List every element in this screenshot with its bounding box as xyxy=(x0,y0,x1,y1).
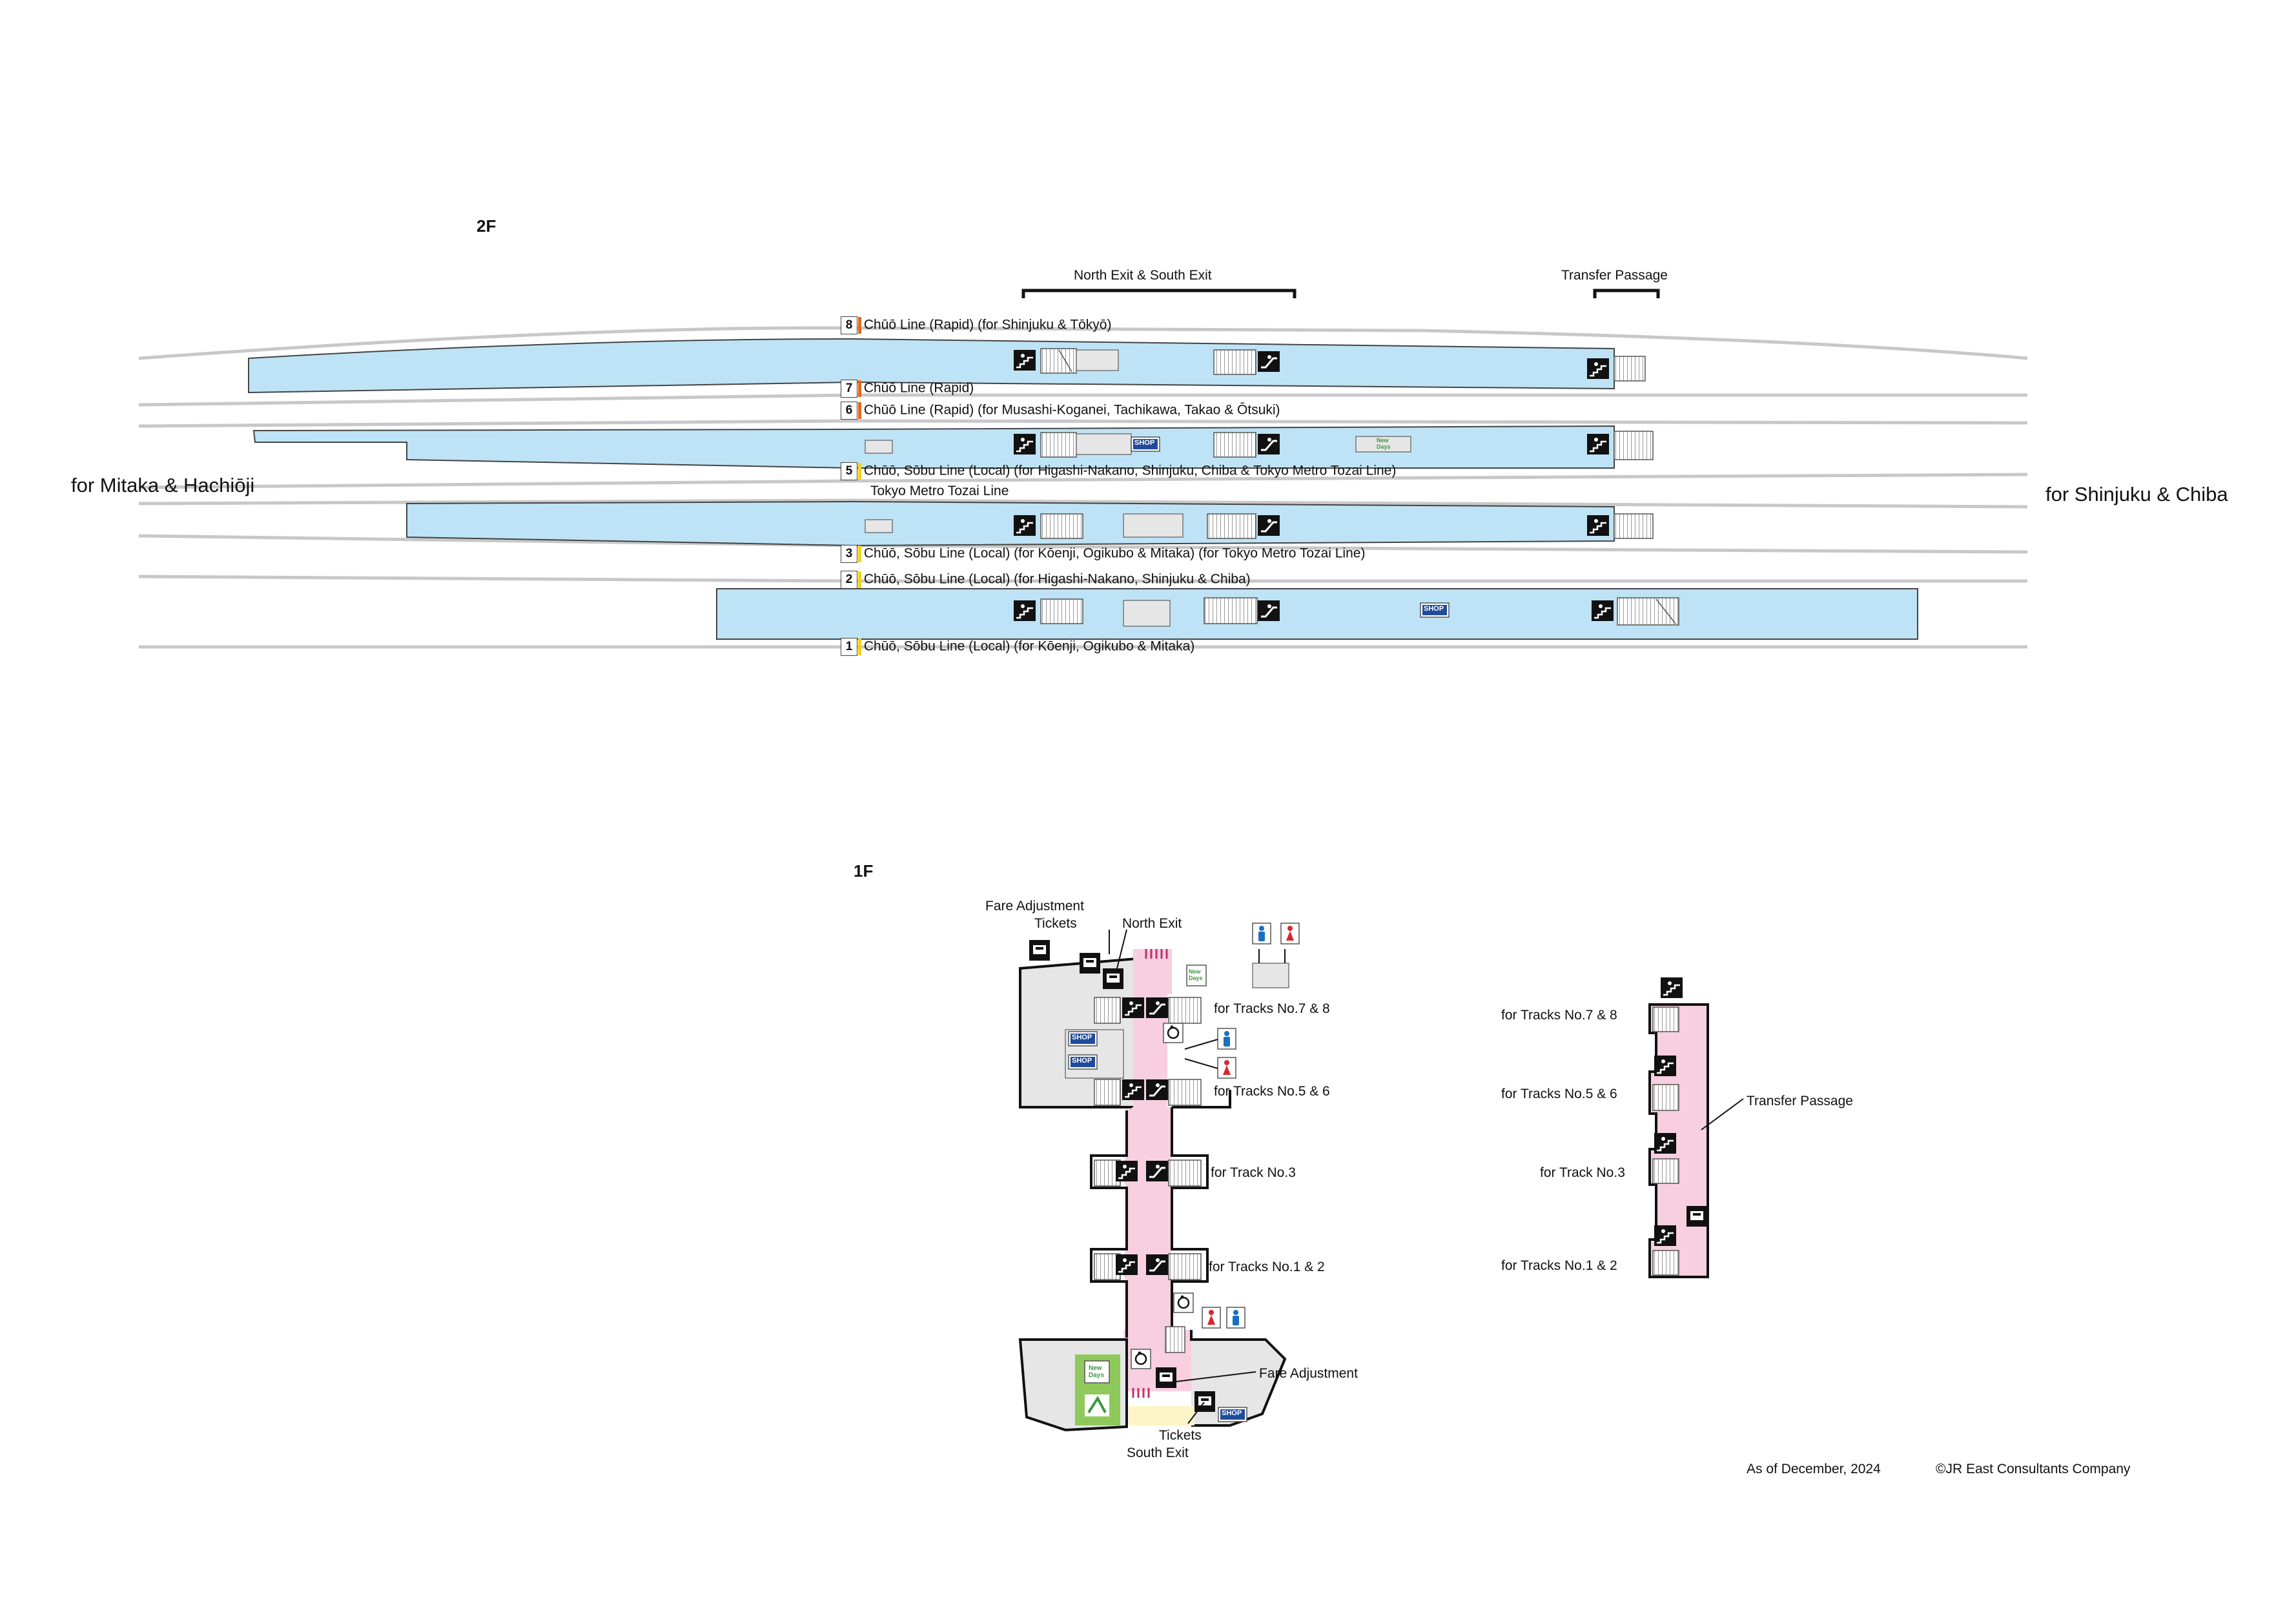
stairs-icon xyxy=(1114,1159,1139,1183)
track-label: 5 Chūō, Sōbu Line (Local) (for Higashi-N… xyxy=(841,462,1396,480)
track-label: 1 Chūō, Sōbu Line (Local) (for Kōenji, O… xyxy=(841,638,1194,656)
newdays-badge xyxy=(1186,965,1207,986)
track-label: 3 Chūō, Sōbu Line (Local) (for Kōenji, O… xyxy=(841,545,1365,563)
fare-adjustment-icon xyxy=(1156,1367,1176,1388)
toilet-male-icon xyxy=(1252,923,1271,944)
track-line-name: Chūō, Sōbu Line (Local) (for Kōenji, Ogi… xyxy=(863,638,1195,654)
track-label: 2 Chūō, Sōbu Line (Local) (for Higashi-N… xyxy=(841,571,1251,589)
north-exit-label: North Exit xyxy=(1122,916,1182,931)
south-exit-label: South Exit xyxy=(1127,1445,1189,1460)
exits-label: North Exit & South Exit xyxy=(1074,268,1212,283)
fare-adjustment-icon xyxy=(1103,968,1123,989)
track-line-name: Chūō, Sōbu Line (Local) (for Higashi-Nak… xyxy=(863,463,1397,478)
transfer-track-3-label: for Track No.3 xyxy=(1540,1165,1625,1180)
metro-label: Tokyo Metro Tozai Line xyxy=(870,484,1009,498)
newdays-text: New xyxy=(1189,968,1201,975)
transfer-tracks-56-label: for Tracks No.5 & 6 xyxy=(1501,1087,1617,1101)
transfer-passage xyxy=(1648,976,1744,1278)
transfer-tracks-78-label: for Tracks No.7 & 8 xyxy=(1501,1008,1617,1023)
floor-label-2f: 2F xyxy=(477,216,497,236)
toilet-female-icon xyxy=(1217,1057,1236,1079)
fare-adjustment-south-label: Fare Adjustment xyxy=(1259,1366,1358,1381)
stairs-icon xyxy=(1653,1054,1677,1077)
tickets-south-label: Tickets xyxy=(1159,1428,1202,1443)
escalator-icon xyxy=(1145,996,1169,1019)
stairs-icon xyxy=(1114,1253,1139,1276)
track-number: 3 xyxy=(841,545,861,563)
platform-1-2 xyxy=(716,588,1918,640)
track-line-name: Chūō, Sōbu Line (Local) (for Higashi-Nak… xyxy=(863,571,1251,587)
ticket-machine-icon xyxy=(1194,1391,1215,1412)
toilet-male-icon xyxy=(1226,1307,1245,1329)
escalator-icon xyxy=(1145,1253,1169,1276)
copyright: ©JR East Consultants Company xyxy=(1936,1462,2131,1476)
coin-locker-icon xyxy=(1686,1206,1707,1227)
track-number: 7 xyxy=(841,380,861,398)
floor-label-1f: 1F xyxy=(854,861,874,881)
escalator-icon xyxy=(1145,1078,1169,1101)
stairs-icon xyxy=(1121,1078,1145,1101)
shop-badge: SHOP xyxy=(1134,439,1155,447)
stairs-icon xyxy=(1653,1224,1677,1247)
track-number: 2 xyxy=(841,571,861,589)
concourse-icons xyxy=(1029,923,1300,1422)
transfer-tracks-12-label: for Tracks No.1 & 2 xyxy=(1501,1258,1617,1273)
track-line-name: Chūō Line (Rapid) (for Musashi-Koganei, … xyxy=(863,402,1280,418)
stairs-icon xyxy=(1653,1132,1677,1155)
stairs-icon xyxy=(1121,996,1145,1019)
baby-room-icon xyxy=(1173,1292,1194,1314)
track-number: 6 xyxy=(841,402,861,420)
transfer-passage-label: Transfer Passage xyxy=(1747,1094,1853,1108)
toilet-male-icon xyxy=(1217,1028,1236,1050)
concourse-main xyxy=(1018,949,1289,1432)
toilet-female-icon xyxy=(1280,923,1300,944)
platform-facilities xyxy=(865,348,1679,627)
date-note: As of December, 2024 xyxy=(1747,1462,1881,1476)
stairs-icon xyxy=(1659,976,1684,999)
newdays-text: Days xyxy=(1189,975,1203,981)
accessible-toilet-icon xyxy=(1130,1348,1152,1370)
ticket-machine-icon xyxy=(1080,953,1100,974)
tracks-56-label: for Tracks No.5 & 6 xyxy=(1214,1084,1330,1099)
toilet-female-icon xyxy=(1202,1307,1221,1329)
track-line-name: Chūō Line (Rapid) (for Shinjuku & Tōkyō) xyxy=(863,317,1112,332)
tracks-12-label: for Tracks No.1 & 2 xyxy=(1209,1260,1325,1274)
shop-badge: SHOP xyxy=(1222,1409,1242,1417)
platform-3 xyxy=(406,500,1615,547)
direction-west: for Mitaka & Hachiōji xyxy=(71,474,255,496)
shop-badge: SHOP xyxy=(1072,1057,1092,1065)
tickets-north-label: Tickets xyxy=(1034,916,1077,931)
shop-badge: SHOP xyxy=(1072,1034,1092,1041)
transfer-label: Transfer Passage xyxy=(1561,268,1668,283)
newdays-text: Days xyxy=(1377,444,1391,450)
shop-badge: SHOP xyxy=(1424,605,1444,613)
track-number: 1 xyxy=(841,638,861,656)
newdays-text: New xyxy=(1089,1365,1102,1372)
track-label: 6 Chūō Line (Rapid) (for Musashi-Koganei… xyxy=(841,402,1280,420)
track-label: 7 Chūō Line (Rapid) xyxy=(841,380,974,398)
track-number: 8 xyxy=(841,316,861,334)
coin-locker-icon xyxy=(1029,940,1050,961)
track-3-label: for Track No.3 xyxy=(1211,1165,1296,1180)
track-line-name: Chūō Line (Rapid) xyxy=(863,380,974,396)
direction-east: for Shinjuku & Chiba xyxy=(2045,483,2228,505)
fare-adjustment-north-label: Fare Adjustment xyxy=(985,899,1084,914)
track-label: 8 Chūō Line (Rapid) (for Shinjuku & Tōky… xyxy=(841,316,1111,334)
newdays-text: Days xyxy=(1089,1372,1104,1379)
track-number: 5 xyxy=(841,462,861,480)
exit-bracket xyxy=(1021,289,1660,298)
escalator-icon xyxy=(1145,1159,1169,1183)
newdays-text: New xyxy=(1377,437,1389,444)
platforms xyxy=(248,338,1918,640)
track-line-name: Chūō, Sōbu Line (Local) (for Kōenji, Ogi… xyxy=(863,546,1366,561)
tracks-78-label: for Tracks No.7 & 8 xyxy=(1214,1001,1330,1016)
newdays-badge xyxy=(1084,1360,1110,1383)
accessible-toilet-icon xyxy=(1162,1022,1184,1044)
